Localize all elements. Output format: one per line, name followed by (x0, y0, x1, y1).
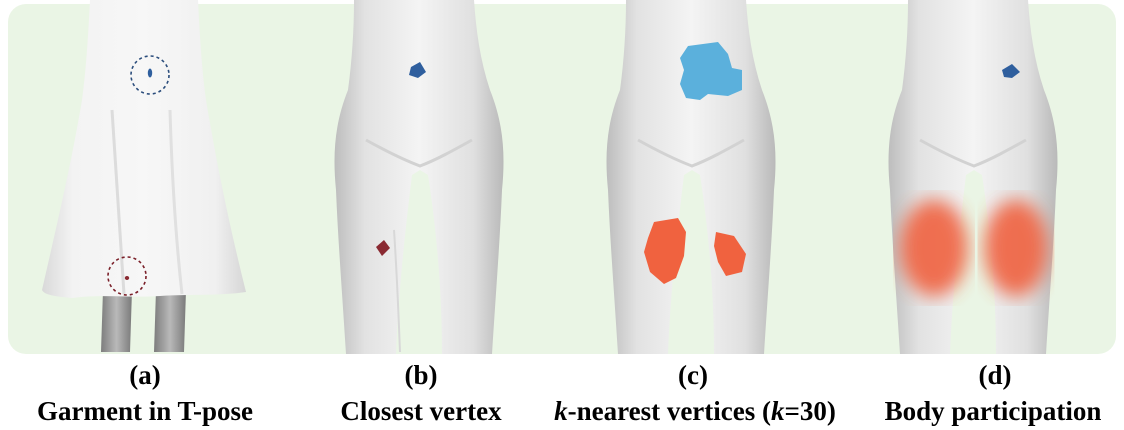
caption-a: Garment in T-pose (10, 396, 280, 427)
caption-c: k-nearest vertices (k=30) (545, 396, 845, 427)
caption-c-suffix: =30) (785, 396, 836, 426)
label-c: (c) (568, 360, 818, 391)
panel-b-image (296, 0, 546, 358)
participation-right (984, 200, 1048, 296)
caption-c-k2: k (771, 396, 785, 426)
red-marker (125, 276, 129, 280)
panel-a-image (20, 0, 270, 358)
caption-c-mid: -nearest vertices ( (568, 396, 771, 426)
caption-b: Closest vertex (296, 396, 546, 427)
body-shape (889, 0, 1058, 354)
lower-leg-right (154, 290, 186, 352)
blue-marker (148, 69, 152, 78)
label-b: (b) (296, 360, 546, 391)
dress-shape (42, 0, 246, 298)
label-a: (a) (20, 360, 270, 391)
body-shape (335, 0, 504, 354)
participation-left (900, 200, 968, 296)
lower-leg-left (101, 290, 132, 352)
caption-d: Body participation (862, 396, 1124, 427)
panel-c-image (568, 0, 818, 358)
label-d: (d) (860, 360, 1124, 391)
caption-c-k1: k (554, 396, 568, 426)
panel-d-image (842, 0, 1112, 358)
